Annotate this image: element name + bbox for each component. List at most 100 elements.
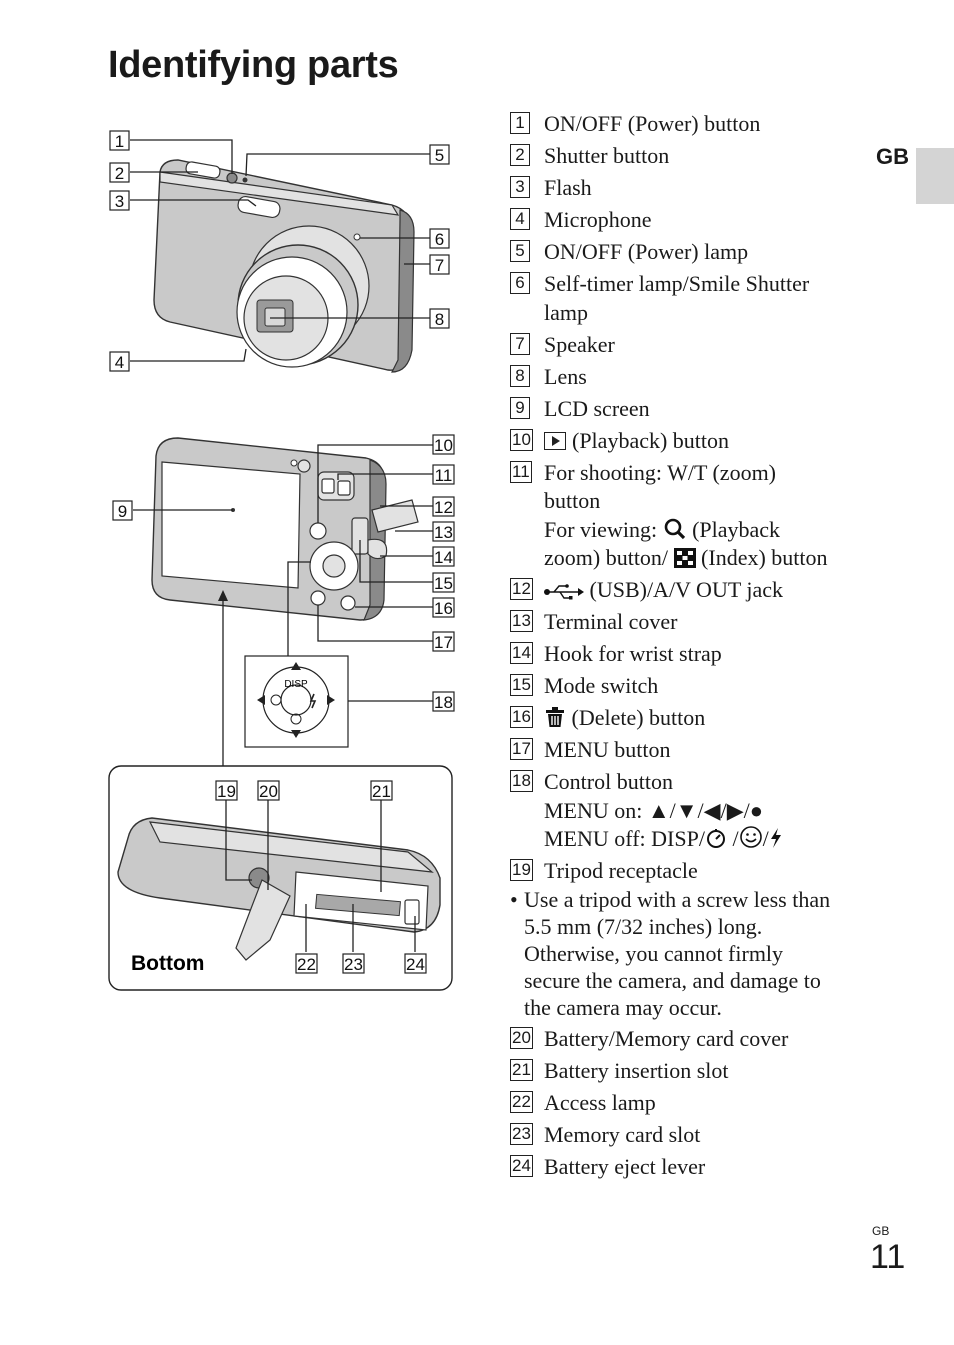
part-item: 3 Flash (510, 174, 870, 203)
bullet: • (510, 887, 518, 912)
callout-24: 24 (406, 955, 425, 974)
part-label: ON/OFF (Power) lamp (544, 239, 749, 264)
part-label-cont: / (762, 826, 769, 851)
part-number: 4 (510, 208, 530, 230)
smile-icon (739, 826, 762, 848)
part-number: 14 (510, 642, 533, 664)
camera-front-illustration (153, 159, 415, 373)
playback-icon (544, 431, 566, 450)
part-number: 15 (510, 674, 533, 696)
bottom-label: Bottom (131, 952, 204, 975)
note-line: Otherwise, you cannot firmly (524, 941, 784, 966)
part-item: 8 Lens (510, 363, 870, 392)
control-button-inset: DISP (244, 655, 349, 748)
part-label-cont: (Index) button (701, 545, 828, 570)
callout-18: 18 (434, 693, 453, 712)
part-label: Flash (544, 175, 592, 200)
part-label: Terminal cover (544, 609, 678, 634)
callout-16: 16 (434, 599, 453, 618)
callout-1: 1 (115, 132, 124, 151)
part-label: For shooting: W/T (zoom) (544, 459, 777, 485)
side-tab (916, 148, 954, 204)
page-number: 11 (870, 1238, 906, 1276)
part-number: 20 (510, 1027, 533, 1049)
part-number: 8 (510, 364, 530, 387)
part-number: 9 (510, 396, 530, 419)
part-label: (Playback) button (572, 427, 730, 453)
part-number: 13 (510, 610, 533, 632)
callout-22: 22 (297, 955, 316, 974)
part-label: Hook for wrist strap (544, 641, 722, 666)
part-label: Access lamp (544, 1090, 656, 1115)
flash-icon (770, 828, 781, 848)
part-number: 7 (510, 332, 530, 355)
callouts-front: 1 2 3 4 5 6 7 8 (109, 130, 450, 372)
part-number: 23 (510, 1123, 533, 1145)
part-item: 16 (Delete) button (510, 704, 870, 733)
part-number: 11 (510, 460, 532, 483)
part-label: Battery insertion slot (544, 1058, 729, 1083)
disp-label: DISP (284, 679, 308, 690)
index-grid-icon (673, 548, 696, 568)
callout-20: 20 (259, 782, 278, 801)
part-label-cont: MENU on: ▲/▼/◀/▶/● (544, 797, 764, 823)
trash-icon (546, 707, 564, 727)
callout-12: 12 (434, 498, 453, 517)
part-label: ON/OFF (Power) button (544, 111, 761, 136)
part-item: 9 LCD screen (510, 395, 870, 424)
part-label-cont: MENU off: DISP/ (544, 826, 705, 851)
part-item: 14 Hook for wrist strap (510, 640, 870, 669)
part-label: Battery eject lever (544, 1154, 706, 1179)
part-label: Lens (544, 363, 587, 389)
part-item: 10 (Playback) button (510, 427, 870, 456)
callout-8: 8 (435, 310, 444, 329)
usb-icon (544, 584, 584, 600)
part-label-cont: / (732, 826, 739, 851)
callout-10: 10 (434, 436, 453, 455)
note-line: secure the camera, and damage to (524, 968, 821, 993)
part-item: 13 Terminal cover (510, 608, 870, 637)
callout-7: 7 (435, 256, 444, 275)
callout-5: 5 (435, 146, 444, 165)
note-line: 5.5 mm (7/32 inches) long. (524, 914, 763, 939)
note-line: the camera may occur. (524, 995, 722, 1020)
part-label: Speaker (544, 331, 615, 357)
leader-lines (130, 139, 433, 952)
self-timer-icon (706, 829, 725, 848)
part-number: 5 (510, 240, 530, 262)
part-number: 3 (510, 176, 530, 198)
part-item: 11 For shooting: W/T (zoom) button For v… (510, 459, 870, 573)
part-number: 22 (510, 1091, 533, 1113)
part-label: LCD screen (544, 395, 650, 421)
part-label: (Delete) button (571, 705, 706, 730)
language-label: GB (876, 144, 909, 169)
magnifier-icon (664, 518, 685, 539)
part-number: 6 (510, 272, 530, 294)
part-number: 19 (510, 859, 533, 881)
part-number: 16 (510, 706, 533, 728)
bottom-view-inset: Bottom (108, 765, 453, 991)
part-label-cont: button (544, 488, 601, 513)
callout-11: 11 (435, 466, 453, 485)
part-label: Battery/Memory card cover (544, 1026, 789, 1051)
part-number: 12 (510, 578, 533, 600)
part-item: 20 Battery/Memory card cover (510, 1025, 870, 1054)
callout-2: 2 (115, 164, 124, 183)
callout-23: 23 (344, 955, 363, 974)
callouts-back: 9 10 11 12 13 14 15 16 17 18 (112, 434, 455, 712)
part-number: 18 (510, 770, 533, 792)
part-label: MENU button (544, 737, 671, 762)
part-label-cont: (Playback (692, 516, 781, 542)
callouts-bottom: 19 20 21 22 23 24 (215, 780, 427, 974)
callout-17: 17 (434, 633, 453, 652)
part-number: 10 (510, 428, 533, 451)
